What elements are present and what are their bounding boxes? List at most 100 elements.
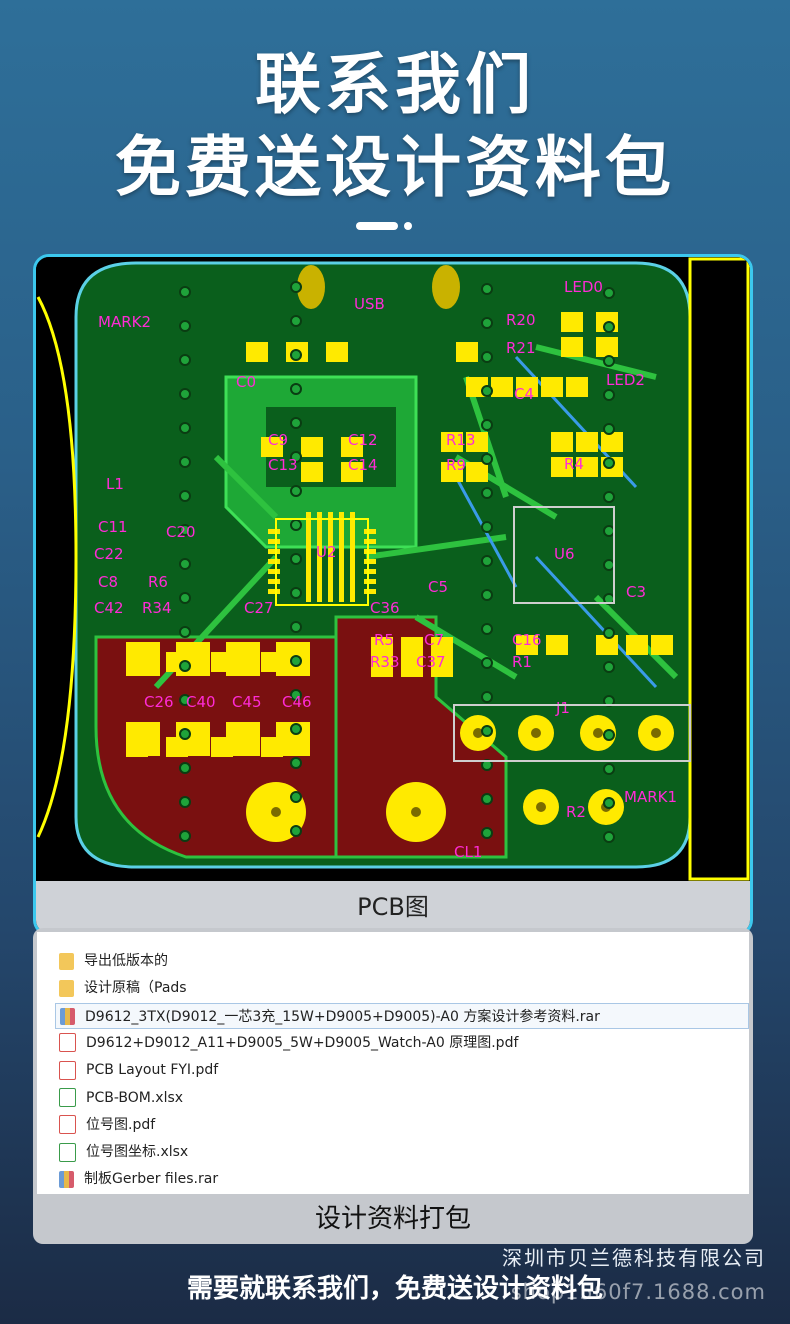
- pcb-trace: [535, 344, 657, 380]
- file-row[interactable]: 制板Gerber files.rar: [59, 1166, 218, 1192]
- pcb-via: [481, 453, 493, 465]
- pcb-via: [481, 487, 493, 499]
- archive-icon: [59, 1170, 74, 1188]
- pcb-silkscreen-label: C14: [348, 456, 378, 474]
- pcb-via: [179, 592, 191, 604]
- pcb-pad: [401, 637, 423, 657]
- pcb-silkscreen-label: C42: [94, 599, 124, 617]
- pcb-via: [179, 354, 191, 366]
- file-row[interactable]: 位号图坐标.xlsx: [59, 1139, 188, 1165]
- pcb-silkscreen-label: J1: [555, 699, 570, 717]
- pcb-via: [603, 525, 615, 537]
- excel-icon: [59, 1142, 76, 1162]
- pcb-via: [179, 796, 191, 808]
- pcb-drill: [531, 728, 541, 738]
- pcb-pad: [401, 657, 423, 677]
- pcb-pad: [176, 642, 210, 676]
- company-name: 深圳市贝兰德科技有限公司: [502, 1246, 766, 1270]
- pcb-pad: [341, 462, 363, 482]
- pdf-icon: [59, 1115, 76, 1135]
- pcb-via: [290, 417, 302, 429]
- pcb-oval-pad: [432, 265, 460, 309]
- pcb-pin: [350, 512, 355, 602]
- footer-cta: 需要就联系我们，免费送设计资料包: [186, 1274, 603, 1304]
- pcb-drill: [271, 807, 281, 817]
- pcb-via: [179, 626, 191, 638]
- headline-line-2: 免费送设计资料包: [115, 129, 675, 206]
- pcb-pad: [561, 337, 583, 357]
- pcb-pin: [364, 539, 376, 544]
- pcb-via: [481, 385, 493, 397]
- pcb-silkscreen-label: MARK1: [624, 788, 677, 806]
- pcb-silkscreen-label: R13: [446, 431, 476, 449]
- pcb-via: [290, 791, 302, 803]
- file-row[interactable]: PCB Layout FYI.pdf: [59, 1057, 218, 1083]
- pcb-pad: [371, 637, 393, 657]
- pcb-drill: [593, 728, 603, 738]
- pcb-silkscreen-label: R34: [142, 599, 172, 617]
- pcb-pad: [551, 432, 573, 452]
- pcb-via: [481, 589, 493, 601]
- pcb-silkscreen-label: U6: [554, 545, 575, 563]
- pcb-via: [179, 524, 191, 536]
- file-row[interactable]: D9612+D9012_A11+D9005_5W+D9005_Watch-A0 …: [59, 1030, 518, 1056]
- file-row[interactable]: 设计原稿（Pads: [59, 975, 187, 1001]
- file-row[interactable]: 导出低版本的: [59, 948, 168, 974]
- pcb-oval-pad: [297, 265, 325, 309]
- pcb-pad: [301, 462, 323, 482]
- file-name: 设计原稿（Pads: [84, 980, 187, 997]
- pcb-silkscreen-label: C36: [370, 599, 400, 617]
- file-name: PCB Layout FYI.pdf: [86, 1062, 219, 1079]
- pcb-silkscreen-label: R21: [506, 339, 536, 357]
- pcb-via: [179, 830, 191, 842]
- pcb-via: [290, 315, 302, 327]
- pcb-silkscreen-label: C7: [424, 631, 444, 649]
- pcb-silkscreen-label: C4: [514, 385, 534, 403]
- pcb-pin: [268, 529, 280, 534]
- file-row[interactable]: D9612_3TX(D9012_一芯3充_15W+D9005+D9005)-A0…: [55, 1002, 749, 1029]
- pcb-via: [603, 457, 615, 469]
- shop-watermark: shop1560f7.1688.com: [510, 1280, 766, 1304]
- pcb-silkscreen-label: C22: [94, 545, 124, 563]
- pcb-silkscreen-label: C5: [428, 578, 448, 596]
- pcb-via: [481, 623, 493, 635]
- pcb-via: [179, 320, 191, 332]
- pcb-pad: [466, 462, 488, 482]
- pcb-via: [481, 555, 493, 567]
- pcb-pad: [126, 642, 160, 676]
- pcb-via: [290, 825, 302, 837]
- file-row[interactable]: PCB-BOM.xlsx: [59, 1085, 183, 1111]
- pcb-drill: [536, 802, 546, 812]
- pcb-pin: [364, 569, 376, 574]
- file-row[interactable]: 位号图.pdf: [59, 1112, 155, 1138]
- headline-line-1: 联系我们: [255, 46, 535, 123]
- pcb-silkscreen-label: C3: [626, 583, 646, 601]
- pcb-pad: [126, 722, 160, 756]
- pcb-pin: [268, 569, 280, 574]
- pcb-via: [603, 423, 615, 435]
- pcb-via: [481, 657, 493, 669]
- pcb-silkscreen-label: USB: [354, 295, 385, 313]
- pcb-via: [603, 559, 615, 571]
- pcb-pin: [268, 549, 280, 554]
- pcb-silkscreen-label: R33: [370, 653, 400, 671]
- pcb-silkscreen-label: LED0: [564, 278, 603, 296]
- excel-icon: [59, 1088, 76, 1107]
- pcb-pin: [268, 539, 280, 544]
- pcb-silkscreen-label: L1: [106, 475, 124, 493]
- pcb-pad: [371, 657, 393, 677]
- pcb-pad: [326, 342, 348, 362]
- pcb-pin: [364, 579, 376, 584]
- pcb-silkscreen-label: R6: [148, 573, 168, 591]
- pcb-via: [603, 831, 615, 843]
- pcb-silkscreen-label: MARK2: [98, 313, 151, 331]
- pcb-via: [603, 729, 615, 741]
- pcb-via: [290, 485, 302, 497]
- pcb-pad: [576, 457, 598, 477]
- pcb-via: [290, 723, 302, 735]
- pcb-pad: [441, 462, 463, 482]
- file-name: 导出低版本的: [84, 953, 168, 969]
- pcb-pad: [561, 312, 583, 332]
